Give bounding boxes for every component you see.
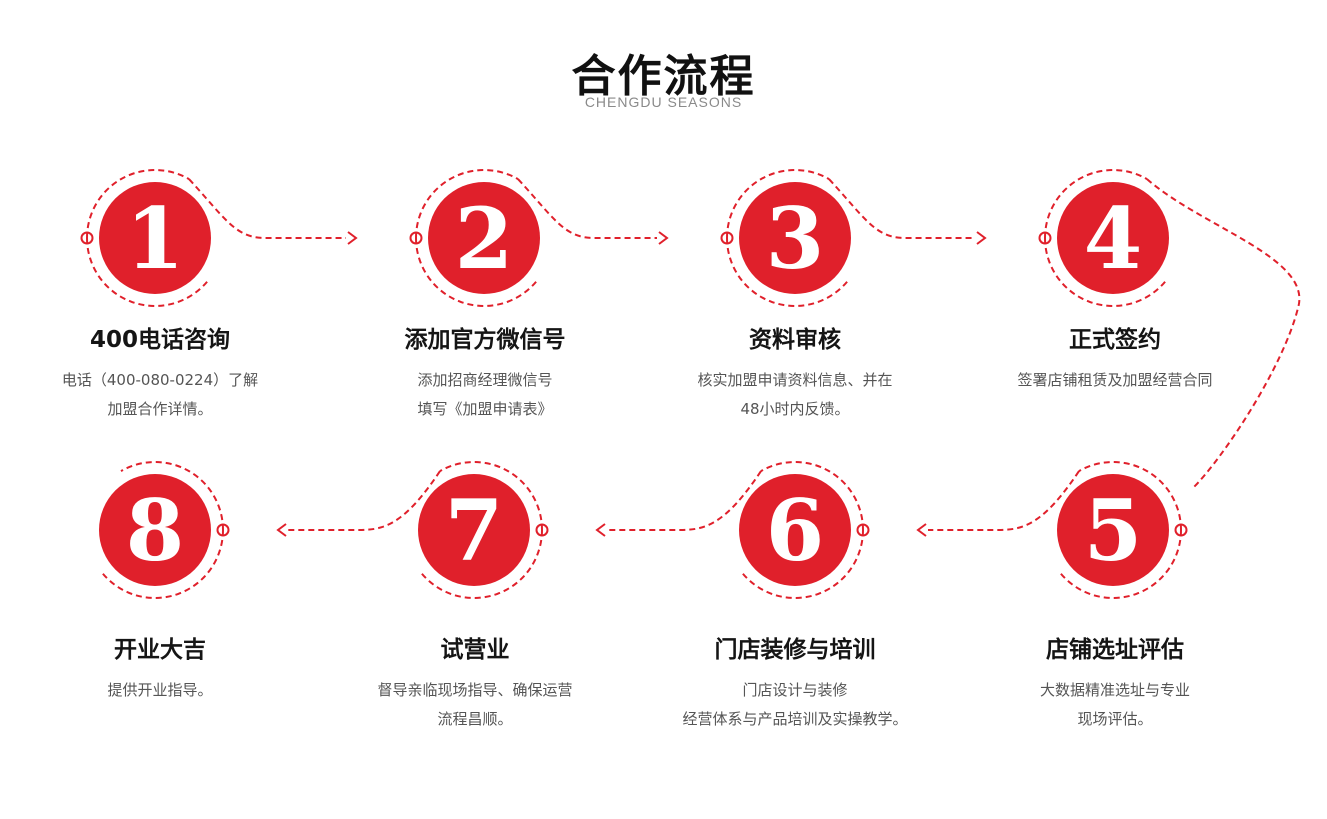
step-1-circle — [99, 182, 211, 294]
connector-2-3 — [517, 178, 657, 239]
step-1-desc: 电话（400-080-0224）了解 加盟合作详情。 — [61, 371, 259, 418]
step-5-lower-arc — [1060, 529, 1182, 599]
step-7-number: 7 — [445, 481, 503, 580]
step-6-lower-arc — [742, 529, 864, 599]
step-1-upper-arc — [86, 169, 190, 239]
step-4-upper-arc — [1044, 169, 1148, 239]
step-1-number: 1 — [126, 189, 184, 288]
step-4-title: 正式签约 — [1069, 327, 1161, 353]
step-nodes: 1 2 3 4 5 6 7 8 — [99, 182, 1169, 586]
step-3-lower-arc — [726, 237, 848, 307]
step-2-desc: 添加招商经理微信号 填写《加盟申请表》 — [417, 371, 553, 418]
connector-7-8 — [288, 470, 441, 531]
arrow-7-8 — [276, 523, 287, 537]
step-6-circle — [739, 474, 851, 586]
step-8-title: 开业大吉 — [114, 637, 206, 663]
step-3-title: 资料审核 — [749, 327, 841, 353]
arrow-5-6 — [916, 523, 927, 537]
arrow-3-4 — [976, 231, 987, 245]
step-4-number: 4 — [1084, 189, 1142, 288]
connector-6-7 — [607, 470, 762, 531]
connectors — [80, 169, 1301, 599]
step-5-number: 5 — [1084, 481, 1142, 580]
step-5-circle — [1057, 474, 1169, 586]
step-8-desc: 提供开业指导。 — [107, 681, 213, 699]
arrow-1-2 — [347, 231, 358, 245]
step-8-circle — [99, 474, 211, 586]
step-1-title: 400电话咨询 — [89, 327, 230, 353]
step-3-upper-arc — [726, 169, 830, 239]
step-6-number: 6 — [766, 481, 824, 580]
step-8-lower-arc — [102, 529, 224, 599]
step-2-number: 2 — [455, 189, 513, 288]
step-7-lower-arc — [421, 529, 543, 599]
connector-4-5 — [1146, 178, 1301, 489]
step-7-circle — [418, 474, 530, 586]
step-4-badge: 4 — [1057, 182, 1169, 294]
step-7-badge: 7 — [418, 474, 530, 586]
step-2-title: 添加官方微信号 — [404, 327, 566, 353]
step-3-desc: 核实加盟申请资料信息、并在 48小时内反馈。 — [697, 371, 893, 418]
page-title: 合作流程 — [571, 51, 756, 102]
step-8-number: 8 — [126, 481, 184, 580]
step-2-upper-arc — [415, 169, 519, 239]
connector-5-6 — [928, 470, 1080, 531]
step-4-desc: 签署店铺租赁及加盟经营合同 — [1017, 371, 1213, 389]
page-subtitle: CHENGDU SEASONS — [584, 94, 743, 110]
step-6-title: 门店装修与培训 — [714, 637, 876, 663]
step-6-badge: 6 — [739, 474, 851, 586]
step-5-upper-arc — [1078, 461, 1182, 531]
step-2-lower-arc — [415, 237, 537, 307]
step-4-circle — [1057, 182, 1169, 294]
step-2-circle — [428, 182, 540, 294]
step-5-desc: 大数据精准选址与专业 现场评估。 — [1039, 681, 1190, 728]
step-5-badge: 5 — [1057, 474, 1169, 586]
arrow-2-3 — [658, 231, 669, 245]
step-3-number: 3 — [766, 189, 824, 288]
arrow-6-7 — [595, 523, 606, 537]
step-4-lower-arc — [1044, 237, 1166, 307]
step-2-badge: 2 — [428, 182, 540, 294]
step-7-upper-arc — [439, 461, 543, 531]
connector-1-2 — [188, 178, 346, 239]
connector-3-4 — [828, 178, 975, 239]
step-5-title: 店铺选址评估 — [1046, 637, 1184, 663]
step-1-lower-arc — [86, 237, 208, 307]
step-8-upper-arc — [120, 461, 224, 531]
step-7-desc: 督导亲临现场指导、确保运营 流程昌顺。 — [377, 681, 573, 728]
step-8-badge: 8 — [99, 474, 211, 586]
step-3-circle — [739, 182, 851, 294]
step-3-badge: 3 — [739, 182, 851, 294]
step-6-desc: 门店设计与装修 经营体系与产品培训及实操教学。 — [682, 681, 908, 728]
step-6-upper-arc — [760, 461, 864, 531]
step-1-badge: 1 — [99, 182, 211, 294]
step-7-title: 试营业 — [440, 637, 510, 663]
